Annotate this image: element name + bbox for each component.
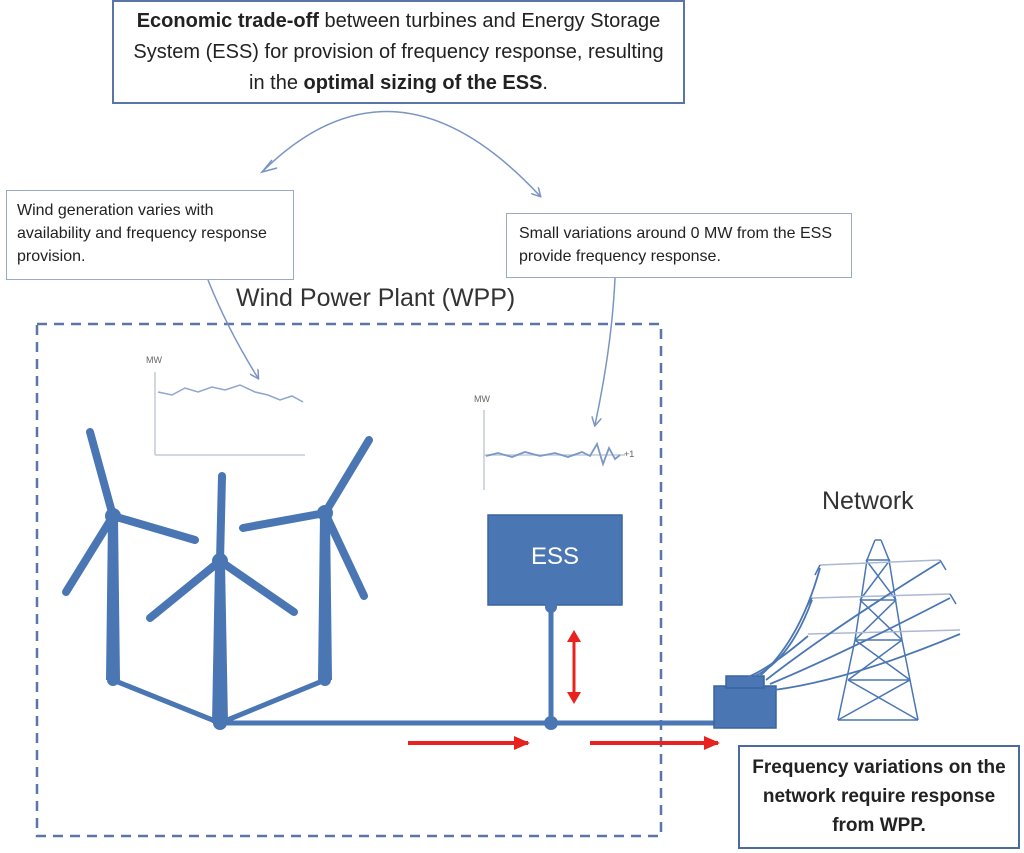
trade-off-text: between turbines and Energy Storage Syst…	[133, 10, 664, 94]
wind-generation-curve	[157, 384, 304, 403]
network-frequency-textbox: Frequency variations on the network requ…	[738, 745, 1020, 849]
wpp-label: Wind Power Plant (WPP)	[236, 284, 516, 312]
wind-turbine-3	[239, 436, 373, 686]
tradeoff-arrow-left-head	[259, 159, 278, 174]
wind-generation-textbox: Wind generation varies with availability…	[6, 190, 294, 280]
network-label: Network	[822, 487, 914, 515]
trade-off-bold: Economic trade-off	[136, 10, 319, 32]
wind-annotation-arrow	[207, 279, 258, 378]
wind-turbine-2	[146, 472, 298, 730]
wpp-boundary	[35, 322, 663, 838]
wind-generation-text: Wind generation varies with availability…	[17, 202, 267, 265]
ess-variation-textbox: Small variations around 0 MW from the ES…	[506, 213, 852, 278]
trade-off-textbox: Economic trade-off between turbines and …	[112, 0, 685, 104]
wind-graph-axis-label: MW	[146, 355, 162, 365]
network-frequency-text: Frequency variations on the network requ…	[752, 757, 1006, 836]
ess-variation-curve	[485, 441, 621, 467]
optimal-sizing-bold: optimal sizing of the ESS	[303, 72, 543, 94]
ess-graph-tick-label: +1	[624, 449, 635, 459]
ess-graph-axis-label: MW	[474, 394, 490, 404]
trade-off-end: .	[542, 72, 548, 94]
ess-variation-text: Small variations around 0 MW from the ES…	[519, 225, 833, 265]
ess-bidirectional-arrow	[567, 630, 581, 704]
ess-variation-graph	[483, 410, 625, 490]
wind-turbine-1	[62, 428, 199, 686]
power-lines	[747, 561, 961, 691]
wind-generation-graph	[154, 372, 305, 456]
ess-label: ESS	[530, 543, 580, 570]
ess-annotation-arrow	[595, 277, 616, 425]
transmission-tower	[805, 539, 961, 721]
tradeoff-curved-arrow	[261, 110, 540, 197]
grid-connection-box	[713, 675, 777, 729]
